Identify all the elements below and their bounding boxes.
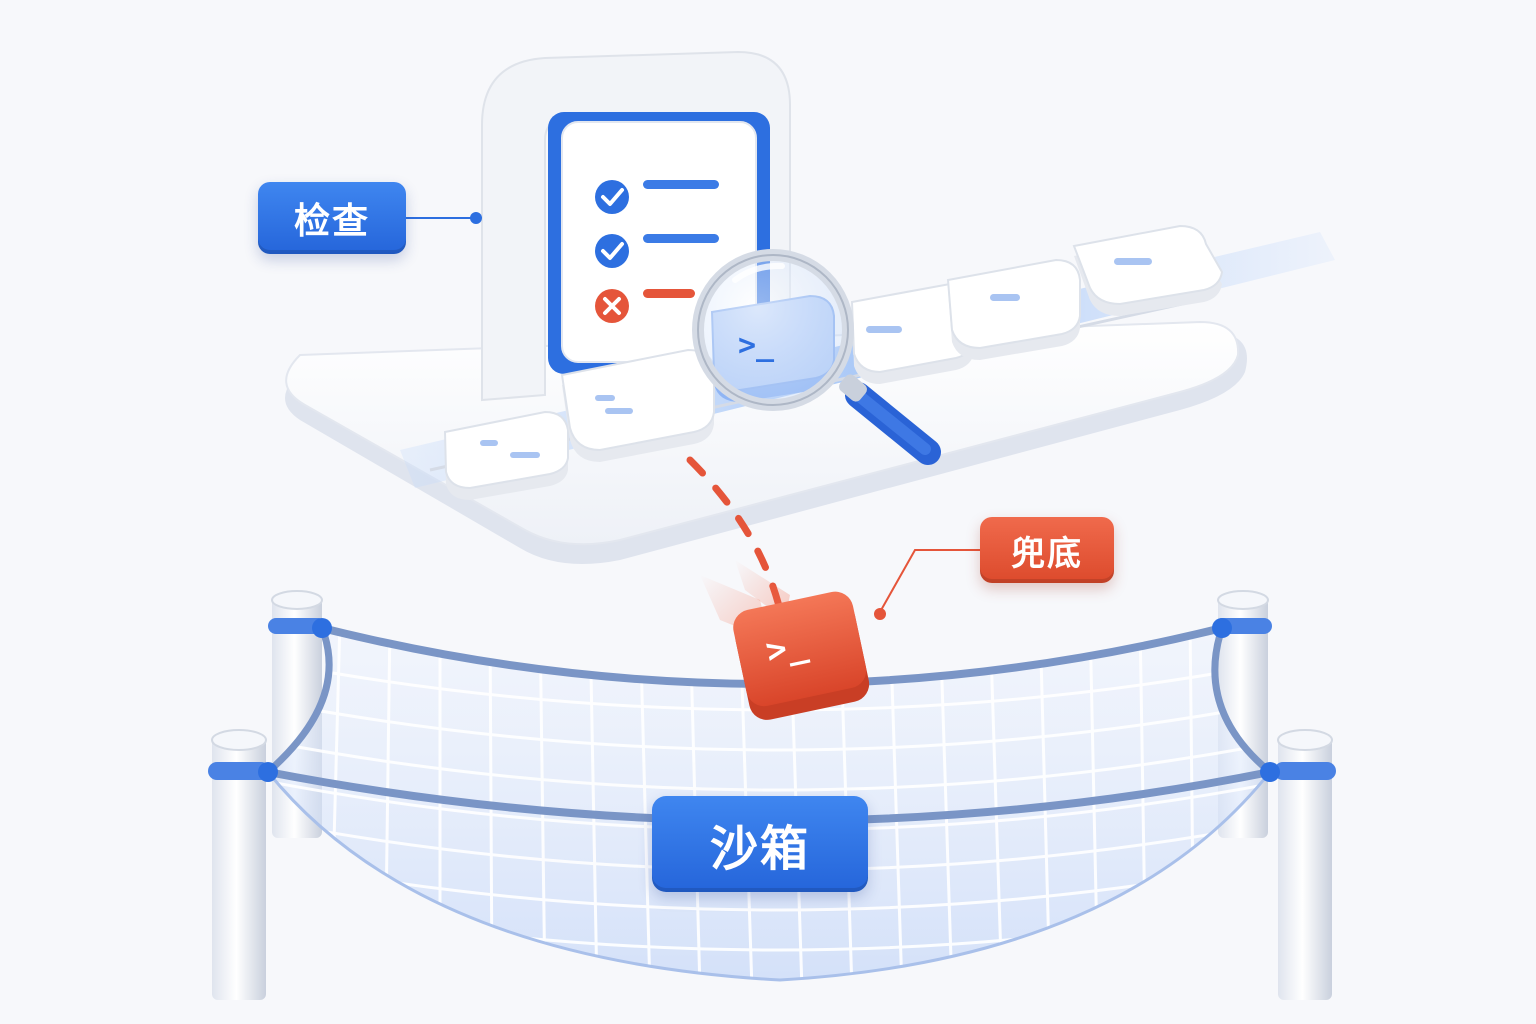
- check-label: 检查: [258, 182, 406, 254]
- pillar-ring: [268, 618, 326, 634]
- fallback-label: 兜底: [980, 517, 1114, 583]
- pillar: [1274, 729, 1336, 1000]
- checklist-line: [643, 180, 719, 189]
- pillar: [208, 729, 270, 1000]
- terminal-prompt-icon: >_: [762, 624, 811, 672]
- net-rope: [265, 626, 333, 775]
- checklist-line: [643, 289, 695, 298]
- command-block: [560, 348, 715, 462]
- command-block: [1072, 224, 1224, 316]
- command-block: [443, 410, 569, 500]
- magnifier-icon: [692, 249, 941, 465]
- net-rope: [1211, 626, 1273, 775]
- terminal-prompt-icon: >_: [738, 328, 775, 363]
- check-icon: [595, 180, 629, 214]
- rejected-command-block: [700, 560, 870, 720]
- checklist-line: [643, 234, 719, 243]
- fallback-connector: [879, 549, 980, 613]
- fallback-connector-dot: [874, 608, 886, 620]
- check-connector-dot: [470, 212, 482, 224]
- sandbox-label: 沙箱: [652, 796, 868, 892]
- command-block: [946, 258, 1081, 360]
- check-icon: [595, 234, 629, 268]
